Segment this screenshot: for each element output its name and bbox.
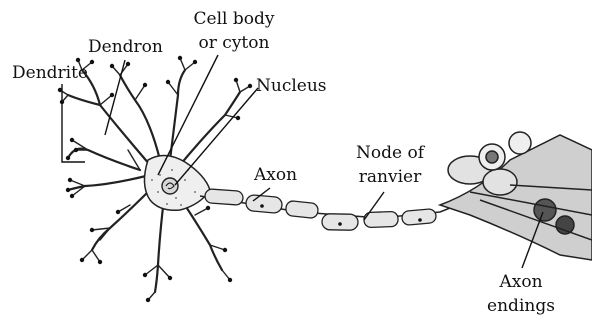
axon-endings-bundle: [440, 132, 592, 260]
dendrite-label: Dendrite: [12, 63, 88, 83]
axon-endings-label-line1: Axon: [498, 272, 542, 292]
cell-body-label-line1: Cell body: [194, 9, 275, 29]
cell-body-label-line2: or cyton: [199, 33, 270, 53]
node-of-ranvier-label-line2: ranvier: [359, 167, 422, 187]
nucleus-leader: [175, 88, 258, 185]
nucleus: [162, 178, 178, 194]
axon-label: Axon: [253, 165, 297, 185]
axon-endings-label-line2: endings: [487, 296, 555, 316]
nucleus-label: Nucleus: [256, 76, 327, 96]
dendron-label: Dendron: [88, 37, 163, 57]
node-of-ranvier-label-line1: Node of: [356, 143, 426, 163]
myelin-sheath: [205, 189, 437, 231]
